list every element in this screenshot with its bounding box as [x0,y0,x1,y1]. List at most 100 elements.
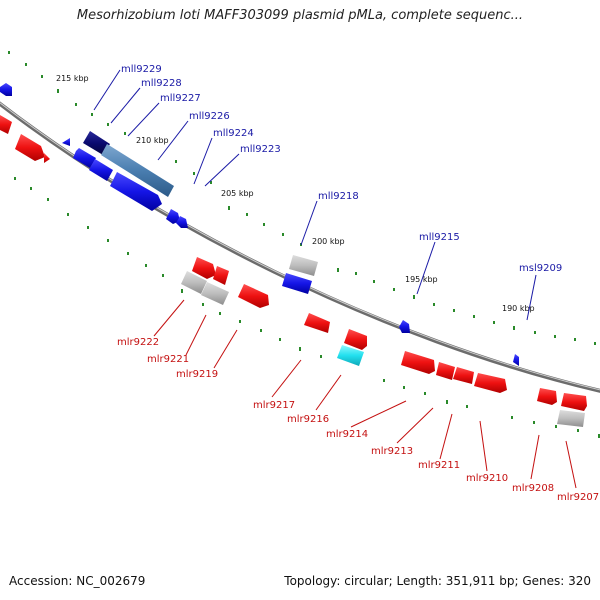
inner-tick [598,434,600,438]
leader-line [526,274,537,321]
gene-forward [304,313,330,333]
inner-tick [87,226,89,229]
gene-cyan [337,345,364,366]
gene-reverse [110,172,162,211]
leader-line [439,413,453,460]
gene-forward [401,351,435,374]
leader-line [479,420,488,472]
scale-label: 215 kbp [56,74,89,83]
leader-line [416,241,436,295]
sequence-backbone [0,101,600,393]
sequence-backbone-highlight [0,102,600,391]
inner-tick [279,338,281,341]
inner-tick [107,239,109,242]
gene-grey [201,282,229,305]
gene-label-bottom: mlr9213 [371,446,413,457]
leader-line [127,102,160,137]
gene-label-top: mll9215 [419,232,460,243]
leader-line [193,137,213,185]
outer-tick [337,268,339,272]
outer-tick [453,309,455,312]
outer-tick [513,326,515,330]
gene-reverse [399,320,410,333]
inner-ticks [14,177,600,438]
gene-forward [192,257,216,279]
inner-tick [145,264,147,267]
gene-reverse [166,209,180,224]
outer-tick [41,75,43,78]
leader-line [396,407,434,444]
gene-forward [436,362,455,380]
inner-tick [320,355,322,358]
gene-grey [557,410,585,427]
gene-label-bottom: mlr9217 [253,400,295,411]
outer-tick [393,288,395,291]
gene-forward [344,329,367,350]
outer-tick [175,160,177,163]
scale-label: 190 kbp [502,304,535,313]
leader-line [93,69,121,111]
leader-line [565,440,577,489]
inner-tick [383,379,385,382]
outer-tick [263,223,265,226]
outer-tick [554,335,556,338]
gene-forward [0,115,12,134]
outer-tick [210,181,212,184]
gene-label-top: mll9224 [213,128,254,139]
gene-grey [181,271,207,294]
inner-tick [299,347,301,351]
gene-reverse [282,273,312,294]
outer-tick [75,103,77,106]
outer-tick [228,206,230,210]
outer-tick [282,233,284,236]
gene-label-top: msl9209 [519,263,562,274]
leader-line [300,200,318,246]
outer-tick [355,272,357,275]
gene-forward [15,134,45,161]
gene-label-top: mll9229 [121,64,162,75]
inner-tick [30,187,32,190]
inner-tick [446,400,448,404]
outer-tick [91,113,93,116]
gene-forward [537,388,557,405]
gene-label-bottom: mlr9222 [117,337,159,348]
gene-label-bottom: mlr9207 [557,492,599,503]
inner-tick [181,289,183,293]
gene-label-bottom: mlr9221 [147,354,189,365]
outer-tick [107,123,109,126]
top-leader-lines [93,69,537,321]
accession-text: Accession: NC_002679 [9,574,146,588]
leader-line [110,87,141,124]
summary-text: Topology: circular; Length: 351,911 bp; … [284,574,591,588]
outer-tick [473,315,475,318]
gene-dark [83,131,110,155]
inner-tick [511,416,513,419]
outer-tick [193,172,195,175]
leader-line [271,359,302,398]
gene-forward [561,393,587,411]
leader-line [157,120,189,161]
gene-label-bottom: mlr9210 [466,473,508,484]
inner-tick [162,274,164,277]
inner-tick [202,303,204,306]
inner-tick [67,213,69,216]
gene-label-top: mll9227 [160,93,201,104]
inner-tick [466,405,468,408]
inner-tick [47,198,49,201]
leader-line [315,374,342,411]
inner-tick [260,329,262,332]
gene-forward [474,373,507,393]
gene-label-bottom: mlr9214 [326,429,368,440]
inner-tick [577,429,579,432]
gene-label-bottom: mlr9216 [287,414,329,425]
leader-line [153,299,185,337]
outer-tick [413,295,415,299]
bottom-leader-lines [153,299,577,489]
inner-tick [533,421,535,424]
gene-reverse [0,83,12,96]
scale-label: 195 kbp [405,275,438,284]
inner-tick [403,386,405,389]
inner-tick [424,392,426,395]
inner-tick [555,425,557,428]
map-title: Mesorhizobium loti MAFF303099 plasmid pM… [76,8,524,23]
